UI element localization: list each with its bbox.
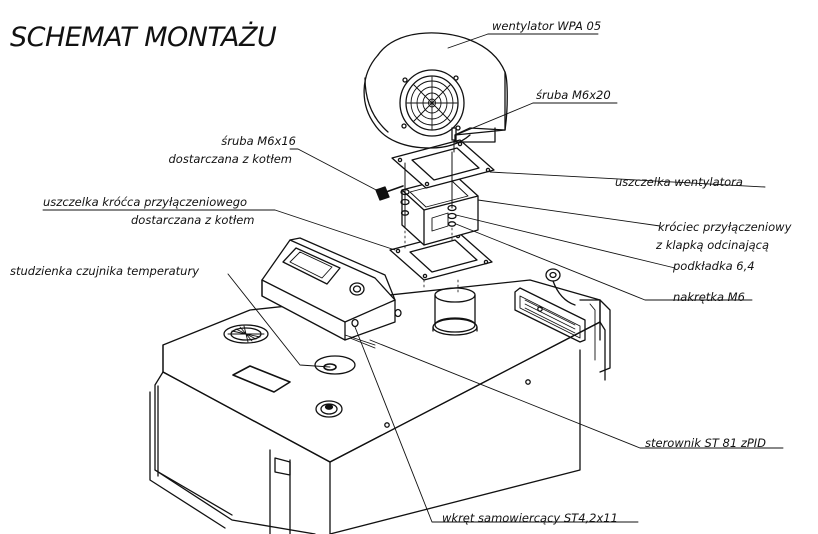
rear-flap xyxy=(515,269,610,372)
label-washer: podkładka 6,4 xyxy=(673,259,755,273)
label-self-tapping-screw: wkręt samowiercący ST4,2x11 xyxy=(442,511,618,525)
label-screw-m6x16-note: dostarczana z kotłem xyxy=(168,152,293,166)
label-fan-gasket: uszczelka wentylatora xyxy=(615,175,743,189)
label-stub-gasket: uszczelka króćca przyłączeniowego xyxy=(43,195,248,209)
fan-wpa05 xyxy=(364,33,507,152)
leader-lines xyxy=(43,34,783,522)
round-grille xyxy=(224,325,268,343)
boiler-body xyxy=(150,280,605,534)
label-connector: króciec przyłączeniowy xyxy=(658,220,792,234)
label-connector-note: z klapką odcinającą xyxy=(656,238,770,252)
fan-gasket xyxy=(392,140,494,188)
label-controller: sterownik ST 81 zPID xyxy=(645,436,767,450)
label-stub-gasket-note: dostarczana z kotłem xyxy=(131,213,255,227)
bolt-column-right xyxy=(448,152,456,240)
screw-m6x16 xyxy=(376,186,403,200)
controller-unit xyxy=(262,238,401,348)
top-slot xyxy=(233,366,290,392)
connector-pipe xyxy=(433,288,477,335)
label-screw-m6x20: śruba M6x20 xyxy=(536,88,611,102)
label-nut: nakrętka M6 xyxy=(673,290,745,304)
label-screw-m6x16: śruba M6x16 xyxy=(221,134,296,148)
diagram-title: SCHEMAT MONTAŻU xyxy=(10,22,277,53)
bolt-column-left xyxy=(401,163,409,250)
thermostat-knob xyxy=(316,401,342,417)
label-fan: wentylator WPA 05 xyxy=(492,19,602,33)
label-sensor-well: studzienka czujnika temperatury xyxy=(10,264,200,278)
connector-flange xyxy=(402,176,478,245)
